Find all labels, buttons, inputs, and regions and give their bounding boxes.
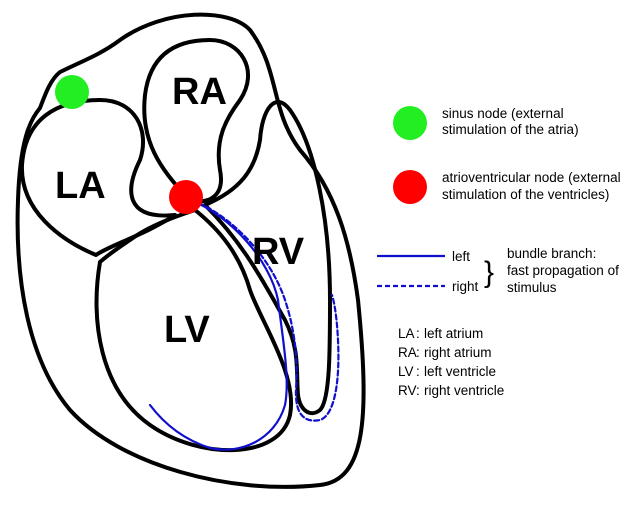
abbr-la-sep: : — [416, 326, 420, 341]
chamber-label-rv: RV — [252, 231, 305, 273]
legend-bundle-desc-3: stimulus — [507, 280, 557, 295]
av-node — [169, 180, 203, 214]
legend-sinus-node-marker — [393, 106, 427, 140]
abbreviation-list: LA : left atrium RA : right atrium LV : … — [398, 326, 504, 398]
abbr-rv: RV — [398, 383, 417, 398]
legend-av-node-marker — [393, 170, 427, 204]
legend-sinus-label-1: sinus node (external — [442, 106, 564, 121]
abbr-ra-meaning: right atrium — [424, 345, 492, 360]
abbr-lv-sep: : — [416, 364, 420, 379]
abbr-rv-sep: : — [416, 383, 420, 398]
chamber-label-ra: RA — [172, 71, 227, 113]
sinus-node — [55, 75, 89, 109]
legend-av-label-1: atrioventricular node (external — [442, 170, 621, 185]
legend-av-label-2: stimulation of the ventricles) — [442, 187, 609, 202]
chamber-label-la: LA — [55, 165, 106, 207]
chamber-label-lv: LV — [164, 309, 210, 351]
legend-bundle-desc-1: bundle branch: — [507, 246, 596, 261]
legend-bundle-desc-2: fast propagation of — [507, 263, 619, 278]
abbr-ra: RA — [398, 345, 417, 360]
abbr-ra-sep: : — [416, 345, 420, 360]
legend-left-label: left — [452, 249, 470, 264]
abbr-lv: LV — [398, 364, 414, 379]
right-atrium-outline — [144, 40, 248, 201]
legend-brace: } — [484, 256, 494, 289]
abbr-lv-meaning: left ventricle — [424, 364, 496, 379]
legend-sinus-label-2: stimulation of the atria) — [442, 122, 579, 137]
abbr-la: LA — [398, 326, 415, 341]
legend-right-label: right — [452, 279, 479, 294]
abbr-rv-meaning: right ventricle — [424, 383, 504, 398]
abbr-la-meaning: left atrium — [424, 326, 483, 341]
